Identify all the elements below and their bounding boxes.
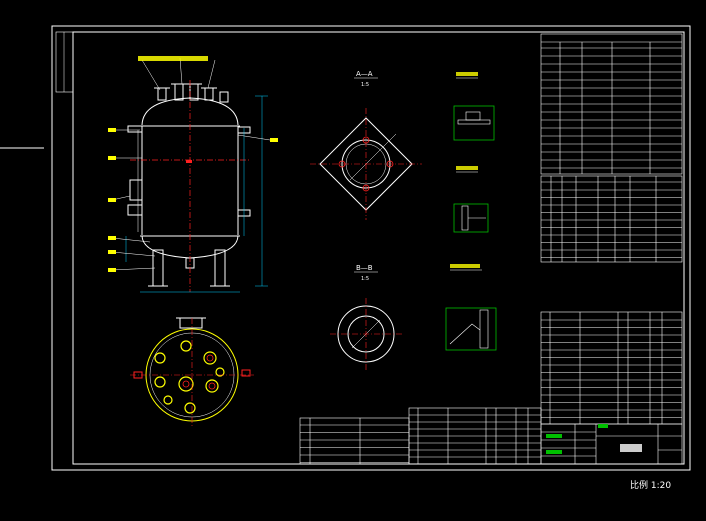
detail-view-1: [453, 72, 495, 141]
section-aa-view: A—A 1:5: [310, 70, 422, 220]
drawing-frame: [0, 25, 691, 471]
vessel-front-view: [127, 83, 251, 287]
revision-table: [299, 417, 410, 465]
vessel-balloons: [108, 56, 278, 272]
detail-view-2: [453, 166, 489, 233]
lower-parts-table: [408, 407, 542, 465]
vessel-centerlines: [130, 80, 250, 292]
section-aa-scale: 1:5: [361, 82, 369, 88]
top-view-centerlines: [130, 318, 254, 428]
technical-data-table: [540, 33, 683, 175]
nozzle-table: [540, 175, 683, 263]
vessel-leader-lines: [111, 57, 271, 271]
section-bb-view: B—B 1:5: [330, 264, 402, 370]
parts-list-table: [540, 311, 683, 425]
detail-view-3: [445, 264, 497, 351]
section-aa-title: A—A: [356, 70, 373, 78]
title-block: [540, 423, 683, 465]
section-bb-scale: 1:5: [361, 276, 369, 282]
scale-note: 比例 1:20: [630, 479, 671, 491]
section-bb-title: B—B: [356, 264, 373, 272]
vessel-dimensions: [125, 95, 268, 293]
